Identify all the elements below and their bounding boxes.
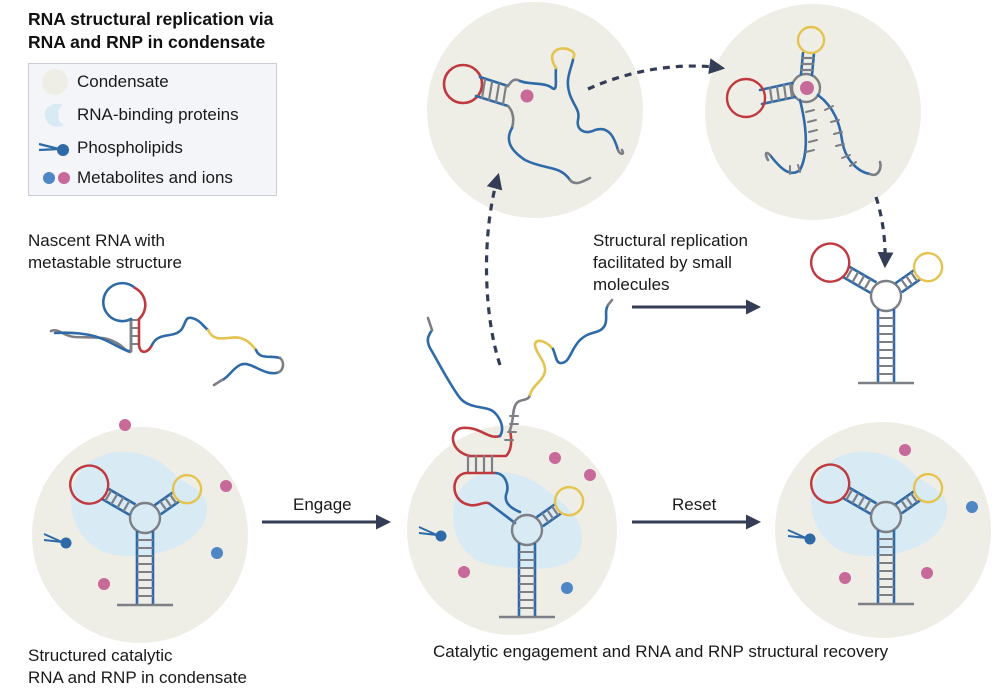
replicated-rna-y-structure [802,235,949,385]
metabolite-pink [549,452,561,464]
small-molecule [800,81,814,95]
caption-line: facilitated by small [593,253,732,272]
caption-nascent-rna: Nascent RNA with metastable structure [28,230,182,274]
metabolite-pink [584,469,596,481]
condensate-refolding [705,4,921,220]
metabolite-pink [839,572,851,584]
metabolite-pink [899,444,911,456]
rna-binding-protein [453,471,582,570]
caption-line: RNA and RNP in condensate [28,668,247,687]
title-line-1: RNA structural replication via [28,9,274,29]
dashed-arrow-up [484,172,503,366]
legend-item-metabolites-ions: Metabolites and ions [37,164,233,192]
dashed-arrow-down [874,196,894,269]
metabolite-pink [119,419,131,431]
label-engage: Engage [293,495,352,514]
condensate-circle-icon [37,68,73,96]
small-molecule [520,89,534,103]
unfolded-rna [442,47,625,185]
ion-blue [211,547,223,559]
metabolite-pink [98,578,110,590]
metabolite-ion-dots-icon [37,164,73,192]
ion-blue [561,582,573,594]
legend-item-rna-binding-proteins: RNA-binding proteins [37,101,239,129]
rna-binding-protein-icon [37,101,73,129]
condensate-engagement [407,298,617,635]
title-line-2: RNA and RNP in condensate [28,32,266,52]
legend-item-condensate: Condensate [37,68,169,96]
nascent-rna-strand [49,281,285,387]
ion-blue [966,501,978,513]
legend-label: Phospholipids [77,138,183,157]
caption-line: molecules [593,275,670,294]
caption-structured-rna: Structured catalytic RNA and RNP in cond… [28,645,247,689]
condensate-circle [427,2,643,218]
label-reset: Reset [672,495,717,514]
figure-title: RNA structural replication via RNA and R… [28,8,273,54]
condensate-structured [32,419,248,643]
legend-item-phospholipids: Phospholipids [37,134,183,162]
metabolite-pink [220,480,232,492]
metabolite-pink [458,566,470,578]
dashed-arrow-right [587,58,726,91]
engaged-rna [426,298,614,525]
legend-box: Condensate RNA-binding proteins Phosphol… [28,63,277,196]
refolding-rna [725,25,882,177]
caption-bottom: Catalytic engagement and RNA and RNP str… [433,642,889,661]
phospholipid-icon [37,134,73,162]
condensate-unfolded [427,2,643,218]
catalytic-rna-y-structure [499,485,585,619]
legend-label: RNA-binding proteins [77,105,239,124]
legend-label: Condensate [77,72,169,91]
condensate-circle [705,4,921,220]
metabolite-pink [921,567,933,579]
caption-line: Structural replication [593,231,748,250]
caption-line: Structured catalytic [28,646,173,665]
caption-structural-replication: Structural replication facilitated by sm… [593,230,748,296]
legend-label: Metabolites and ions [77,168,233,187]
caption-line: metastable structure [28,253,183,272]
condensate-recovered [775,422,991,638]
caption-line: Nascent RNA with [28,231,165,250]
